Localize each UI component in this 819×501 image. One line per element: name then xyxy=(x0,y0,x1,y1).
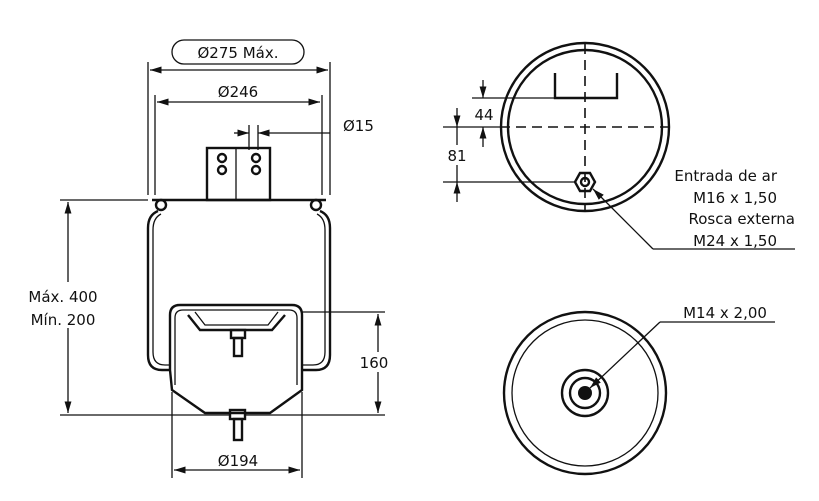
inlet-label-line-1: Entrada de ar xyxy=(674,167,777,185)
max-diameter-label: Ø275 Máx. xyxy=(198,44,279,62)
piston-diameter-label: Ø194 xyxy=(218,452,258,470)
mounting-bracket xyxy=(205,146,272,202)
thread-callout: M14 x 2,00 xyxy=(589,304,775,389)
dimension-piston-height: 160 xyxy=(245,311,390,416)
piston-height-label: 160 xyxy=(360,354,389,372)
inlet-callout: Entrada de ar M16 x 1,50 Rosca externa M… xyxy=(592,167,795,250)
thread-label: M14 x 2,00 xyxy=(683,304,767,322)
bracket-dim-label: 44 xyxy=(474,106,493,124)
inlet-dim-label: 81 xyxy=(447,147,466,165)
dimension-piston-diameter: Ø194 xyxy=(171,392,303,478)
side-view: Ø275 Máx. Ø246 Ø15 Máx. 400 Mín. 200 xyxy=(20,39,390,478)
plate-diameter-label: Ø246 xyxy=(218,83,258,101)
dimension-max-diameter: Ø275 Máx. xyxy=(147,39,331,195)
dimension-bracket: 44 xyxy=(443,80,555,147)
bracket-outline xyxy=(553,73,619,100)
height-max-label: Máx. 400 xyxy=(28,288,97,306)
bottom-view: M14 x 2,00 xyxy=(502,304,775,476)
inlet-label-line-3: Rosca externa xyxy=(688,210,795,228)
dimension-plate-diameter: Ø246 xyxy=(154,83,323,195)
bellows xyxy=(146,198,332,372)
dimension-inlet: 81 xyxy=(443,108,575,202)
inlet-label-line-4: M24 x 1,50 xyxy=(693,232,777,250)
top-view: 44 81 Entrada de ar M16 x 1,50 Rosca ext… xyxy=(443,41,795,250)
piston xyxy=(168,303,304,442)
air-inlet-hex xyxy=(573,171,597,193)
dimension-stud-diameter: Ø15 xyxy=(234,117,374,150)
inlet-label-line-2: M16 x 1,50 xyxy=(693,189,777,207)
height-min-label: Mín. 200 xyxy=(31,311,96,329)
stud-diameter-label: Ø15 xyxy=(343,117,374,135)
dimension-height: Máx. 400 Mín. 200 xyxy=(20,199,230,416)
